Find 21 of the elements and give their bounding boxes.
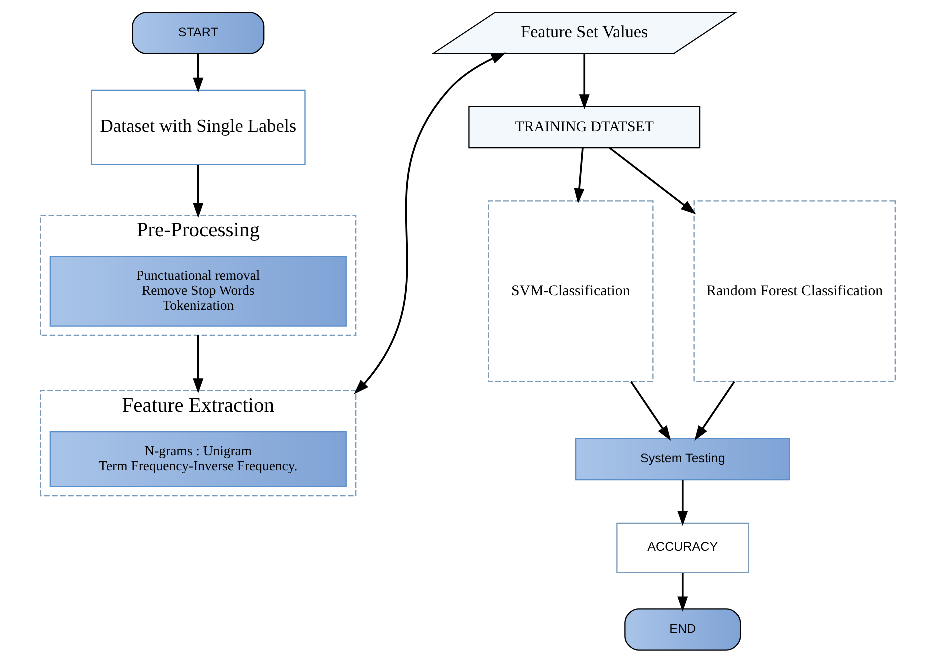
arrow <box>608 147 696 214</box>
arrow <box>192 54 204 93</box>
arrow <box>694 381 735 441</box>
arrow <box>192 336 204 394</box>
node-box: N-grams : Unigram Term Frequency-Inverse Frequency. <box>49 431 346 488</box>
arrow <box>630 381 671 441</box>
node-box: Random Forest Classification <box>693 200 896 382</box>
node-box: SVM-Classification <box>488 200 654 382</box>
node-box: Dataset with Single Labels <box>90 90 306 166</box>
arrow <box>192 164 204 218</box>
node-box: END <box>624 608 741 651</box>
node-box: ACCURACY <box>616 522 749 574</box>
node-box: TRAINING DTATSET <box>468 106 700 149</box>
node-box: Punctuational removal Remove Stop Words Tokenization <box>49 256 346 327</box>
arrow <box>354 52 506 394</box>
arrow <box>578 54 590 110</box>
node-box: START <box>132 12 264 54</box>
arrow <box>677 573 688 612</box>
node-box: System Testing <box>574 438 790 481</box>
arrow <box>574 148 584 204</box>
arrow <box>677 480 688 526</box>
